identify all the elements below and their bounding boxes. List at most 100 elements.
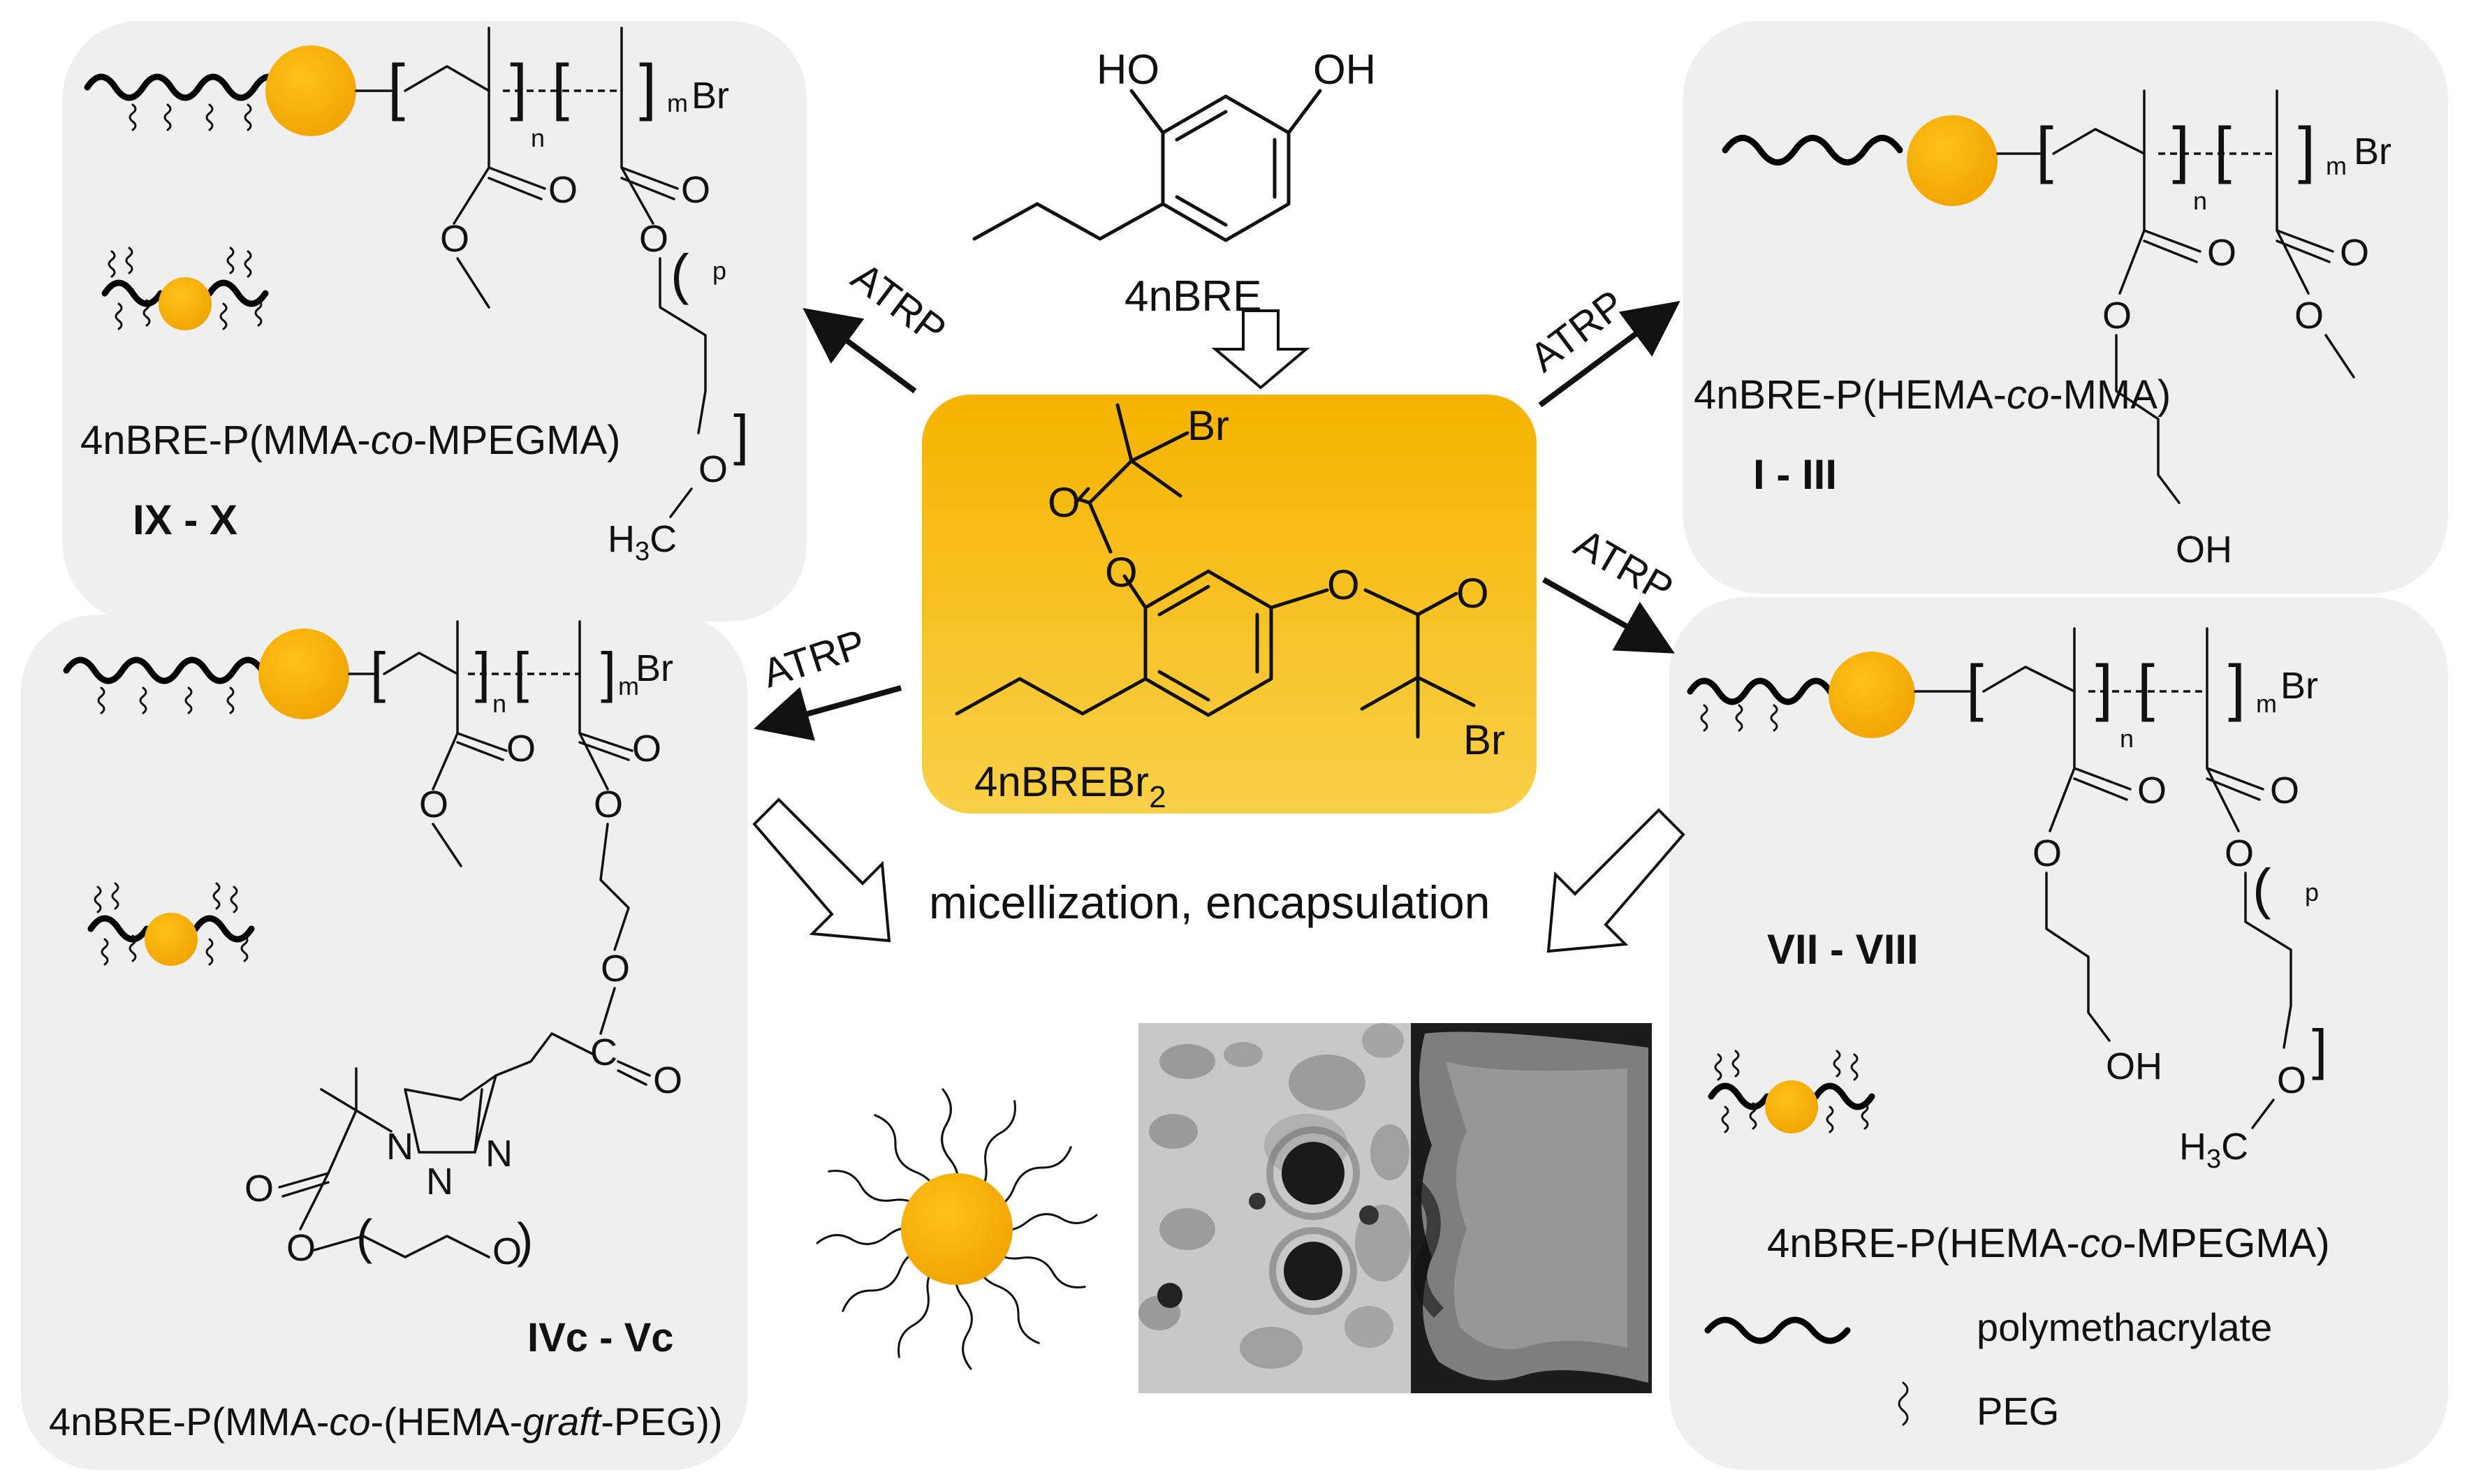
bl-code: IVc - Vc: [527, 1315, 674, 1360]
legend-peg-symbol: [1898, 1381, 1909, 1426]
tl-polymer-name: 4nBRE-P(MMA-co-MPEGMA): [80, 418, 620, 463]
svg-text:O: O: [653, 1059, 682, 1101]
tl-n: n: [531, 124, 545, 152]
svg-text:[: [: [388, 52, 405, 122]
tr-code: I - III: [1753, 451, 1837, 498]
atrp-arrow-top-right: ATRP: [1522, 281, 1680, 408]
svg-text:O: O: [2340, 232, 2369, 274]
svg-text:]: ]: [2298, 115, 2315, 185]
svg-text:m: m: [2256, 689, 2277, 718]
top-monomer-ho: HO: [1097, 46, 1159, 93]
panel-top-right-content: [ ] [ ] n m Br O O OH O O 4nBRE-P(HEMA-c…: [1694, 89, 2391, 571]
svg-text:O: O: [419, 784, 448, 825]
atrp-label-bottom-right: ATRP: [1567, 520, 1681, 612]
tl-core-bead: [265, 45, 356, 136]
tl-code: IX - X: [133, 497, 237, 543]
svg-text:O: O: [639, 218, 668, 260]
svg-text:m: m: [618, 672, 639, 700]
br-oh: OH: [2106, 1045, 2162, 1087]
svg-text:(: (: [356, 1210, 372, 1264]
svg-text:(: (: [671, 243, 689, 305]
svg-text:O: O: [681, 169, 710, 211]
panel-top-left: [63, 21, 807, 622]
atrp-arrow-bottom-right: ATRP: [1542, 520, 1681, 654]
svg-text:O: O: [2225, 832, 2254, 874]
br-br: Br: [2280, 665, 2318, 707]
center-o-carbonyl-top: O: [1048, 479, 1080, 526]
br-chain: [1687, 677, 1833, 705]
center-o-carbonyl-right: O: [1456, 570, 1489, 617]
sem-micrograph: [1411, 1023, 1652, 1393]
atrp-label-top-right: ATRP: [1522, 281, 1633, 381]
svg-text:O: O: [286, 1227, 316, 1269]
svg-text:C: C: [590, 1031, 617, 1073]
svg-text:O: O: [594, 784, 623, 825]
svg-text:O: O: [506, 728, 536, 770]
tl-br: Br: [691, 75, 729, 117]
svg-text:[: [: [370, 641, 386, 703]
panel-top-left-content: [ ] [ ] n m Br O O O O ( O ] p H3C 4nBRE…: [80, 27, 749, 566]
atrp-label-bottom-left: ATRP: [757, 621, 871, 696]
tl-h3c: H3C: [608, 518, 677, 566]
svg-text:O: O: [440, 218, 469, 260]
panel-bottom-left: [21, 615, 747, 1470]
svg-text:]: ]: [2228, 653, 2245, 723]
svg-text:O: O: [2207, 232, 2236, 274]
process-label: micellization, encapsulation: [929, 876, 1490, 928]
svg-text:O: O: [244, 1168, 274, 1210]
tr-oh: OH: [2176, 529, 2232, 571]
svg-text:p: p: [2305, 878, 2319, 906]
svg-text:N: N: [386, 1126, 413, 1168]
svg-text:O: O: [2102, 295, 2132, 337]
tr-polymer-name: 4nBRE-P(HEMA-co-MMA): [1694, 372, 2171, 418]
tem-micrograph: [1138, 1023, 1411, 1393]
top-monomer-structure: HO OH 4nBRE: [972, 46, 1376, 321]
svg-text:]: ]: [601, 641, 616, 703]
tr-br: Br: [2354, 131, 2391, 172]
svg-text:m: m: [2326, 152, 2347, 180]
svg-text:O: O: [2137, 770, 2167, 811]
svg-text:[: [: [552, 52, 569, 122]
center-br-top: Br: [1187, 402, 1229, 449]
br-code: VII - VIII: [1767, 926, 1919, 973]
center-initiator-name: 4nBREBr2: [974, 758, 1166, 814]
svg-text:O: O: [601, 948, 630, 990]
hollow-arrow-left: [752, 798, 891, 943]
bl-chain: [63, 656, 293, 684]
tl-m: m: [667, 89, 688, 117]
svg-text:n: n: [2193, 186, 2207, 215]
panel-bottom-right-content: [ ] [ ] n m Br O O OH O O ( p O ] H3C VI…: [1687, 627, 2330, 1433]
svg-text:O: O: [2294, 295, 2324, 337]
svg-text:]: ]: [510, 52, 527, 122]
panel-top-right: [1683, 21, 2448, 594]
tr-core-bead: [1907, 115, 1998, 206]
svg-text:(: (: [2252, 858, 2271, 920]
svg-text:[: [: [513, 641, 529, 703]
svg-text:]: ]: [2312, 1018, 2327, 1080]
svg-text:[: [: [2214, 115, 2232, 185]
svg-text:O: O: [2032, 832, 2062, 874]
svg-text:[: [: [1966, 653, 1984, 723]
tr-chain: [1722, 135, 1903, 166]
svg-text:O: O: [492, 1230, 522, 1272]
legend-polymethacrylate-symbol: [1704, 1316, 1851, 1344]
bl-core-bead: [258, 629, 349, 719]
svg-text:n: n: [2120, 724, 2134, 753]
svg-text:N: N: [485, 1133, 513, 1175]
svg-text:O: O: [2277, 1059, 2306, 1101]
center-o-ester-right: O: [1327, 561, 1360, 608]
svg-text:O: O: [698, 448, 728, 490]
br-polymer-name: 4nBRE-P(HEMA-co-MPEGMA): [1767, 1221, 2330, 1266]
hollow-arrow-right: [1546, 808, 1685, 953]
svg-text:n: n: [492, 689, 506, 718]
svg-text:]: ]: [2095, 653, 2113, 723]
panel-bottom-right: [1669, 597, 2448, 1470]
svg-text:]: ]: [475, 641, 490, 703]
atrp-label-top-left: ATRP: [843, 254, 954, 353]
svg-text:]: ]: [2172, 115, 2190, 185]
br-h3c: H3C: [2179, 1126, 2248, 1174]
panel-bottom-left-content: [ ] [ ] n m Br O O O O O C O N N: [49, 620, 723, 1443]
center-br-bottom: Br: [1463, 717, 1505, 763]
center-initiator-structure: O O O O Br Br 4nBREBr2: [955, 402, 1505, 814]
